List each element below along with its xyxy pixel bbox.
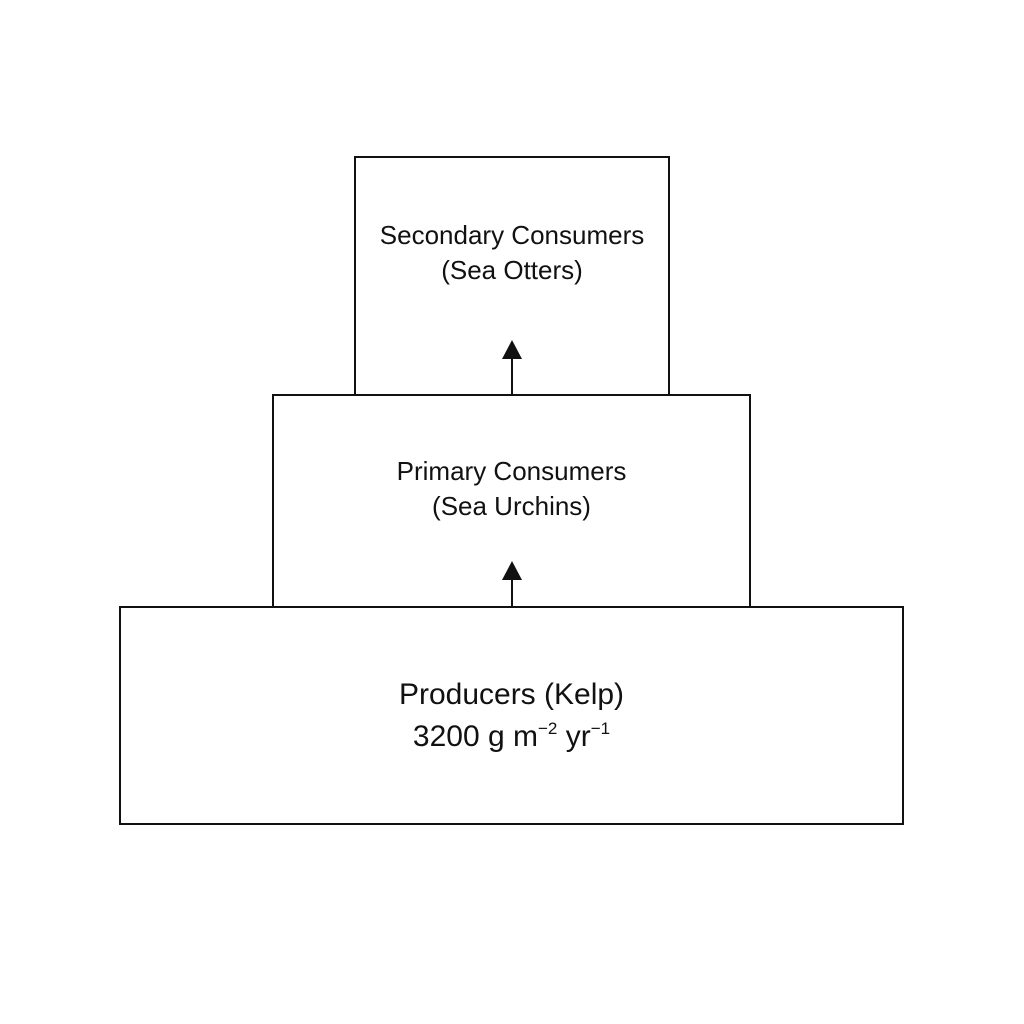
productivity-exponent-time: −1 [590,719,611,738]
primary-consumers-organism: (Sea Urchins) [432,491,591,521]
producers-title: Producers (Kelp) [398,678,625,711]
trophic-level-producers: Producers (Kelp) 3200 g m−2 yr−1 [119,606,904,825]
productivity-unit-time: yr [557,720,591,753]
energy-flow-arrow-primary-to-secondary [502,340,522,396]
producers-productivity: 3200 g m−2 yr−1 [413,716,610,758]
productivity-value: 3200 g m [412,720,538,753]
primary-consumers-title: Primary Consumers [396,456,627,486]
energy-flow-arrow-producers-to-primary [502,561,522,608]
secondary-consumers-organism: (Sea Otters) [441,255,583,285]
productivity-exponent-area: −2 [537,719,558,738]
secondary-consumers-title: Secondary Consumers [379,220,645,250]
